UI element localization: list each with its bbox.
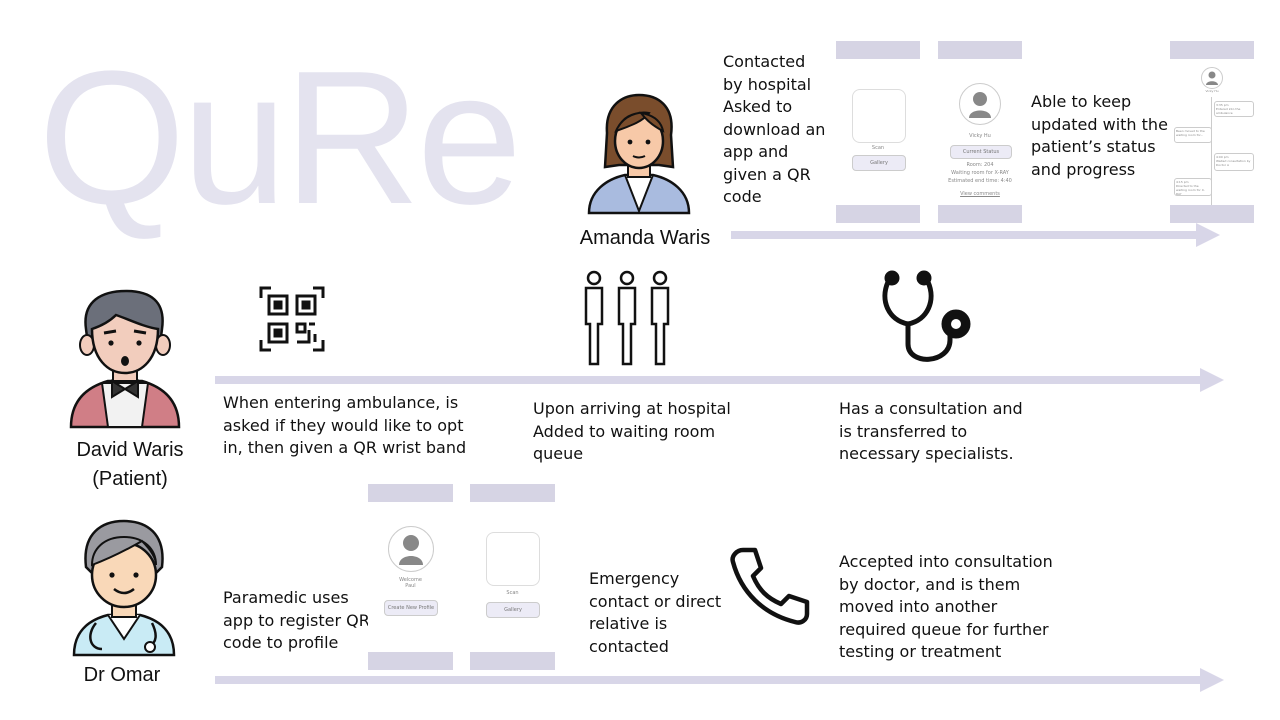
scan-mockup-1: Scan Gallery	[836, 41, 920, 223]
amanda-updated-text: Able to keep updated with the patient’s …	[1031, 92, 1168, 179]
mockup-header-bar	[1170, 41, 1254, 59]
create-new-profile-button[interactable]: Create New Profile	[384, 600, 438, 616]
david-avatar	[69, 289, 181, 429]
phone-icon	[730, 547, 810, 625]
amanda-name: Amanda Waris	[579, 227, 711, 249]
david-name: David Waris (Patient)	[76, 439, 184, 490]
status-estimated: Estimated end time: 4:40	[948, 178, 1012, 184]
scan-label: Scan	[871, 145, 885, 151]
mockup-header-bar	[938, 41, 1022, 59]
scan-mockup-2: Scan Gallery	[470, 484, 555, 670]
patient-ambulance-text: When entering ambulance, is asked if the…	[223, 393, 467, 457]
scan-frame	[486, 532, 540, 586]
current-status-button[interactable]: Current Status	[950, 145, 1012, 159]
patient-timeline-arrowhead	[1200, 368, 1224, 392]
status-mockup: Vicky Hu Current Status Room: 204 Waitin…	[938, 41, 1022, 223]
patient-timeline-arrow	[215, 376, 1201, 384]
view-comments-link[interactable]: View comments	[960, 191, 1000, 197]
scan-label: Scan	[506, 590, 519, 596]
profile-avatar-icon	[959, 83, 1001, 125]
dr-omar-avatar	[72, 519, 176, 657]
qr-code-icon	[259, 286, 325, 352]
gallery-button[interactable]: Gallery	[486, 602, 540, 618]
amanda-avatar	[587, 93, 691, 215]
mockup-footer-bar	[1170, 205, 1254, 223]
timeline-avatar-icon	[1201, 67, 1223, 89]
doctor-timeline-arrow	[215, 676, 1201, 684]
amanda-contacted-text: Contacted by hospital Asked to download …	[723, 52, 826, 206]
dr-omar-name: Dr Omar	[83, 664, 161, 686]
amanda-timeline-arrow	[731, 231, 1197, 239]
waiting-queue-icon	[584, 270, 670, 366]
patient-arriving-text: Upon arriving at hospital Added to waiti…	[533, 399, 731, 463]
timeline-name: Vicky Hu	[1205, 89, 1219, 93]
mockup-header-bar	[368, 484, 453, 502]
mockup-footer-bar	[368, 652, 453, 670]
doctor-timeline-arrowhead	[1200, 668, 1224, 692]
paramedic-register-text: Paramedic uses app to register QR code t…	[223, 588, 370, 652]
welcome-mockup: Welcome Paul Create New Profile	[368, 484, 453, 670]
patient-name: Vicky Hu	[969, 133, 991, 139]
mockup-header-bar	[836, 41, 920, 59]
amanda-timeline-arrowhead	[1196, 223, 1220, 247]
mockup-footer-bar	[938, 205, 1022, 223]
timeline-event-2: Been moved to the waiting room for...	[1174, 127, 1212, 143]
doctor-accept-text: Accepted into consultation by doctor, an…	[839, 552, 1053, 661]
scan-frame	[852, 89, 906, 143]
status-waiting: Waiting room for X-RAY	[951, 170, 1009, 176]
mockup-header-bar	[470, 484, 555, 502]
mockup-footer-bar	[470, 652, 555, 670]
welcome-avatar-icon	[388, 526, 434, 572]
timeline-axis	[1211, 97, 1212, 205]
qure-watermark: QuRe	[38, 32, 522, 244]
patient-consultation-text: Has a consultation and is transferred to…	[839, 399, 1023, 463]
welcome-label: Welcome Paul	[399, 577, 422, 589]
status-room: Room: 204	[966, 162, 994, 168]
gallery-button[interactable]: Gallery	[852, 155, 906, 171]
emergency-contact-text: Emergency contact or direct relative is …	[589, 569, 722, 656]
stethoscope-icon	[882, 270, 971, 362]
mockup-footer-bar	[836, 205, 920, 223]
